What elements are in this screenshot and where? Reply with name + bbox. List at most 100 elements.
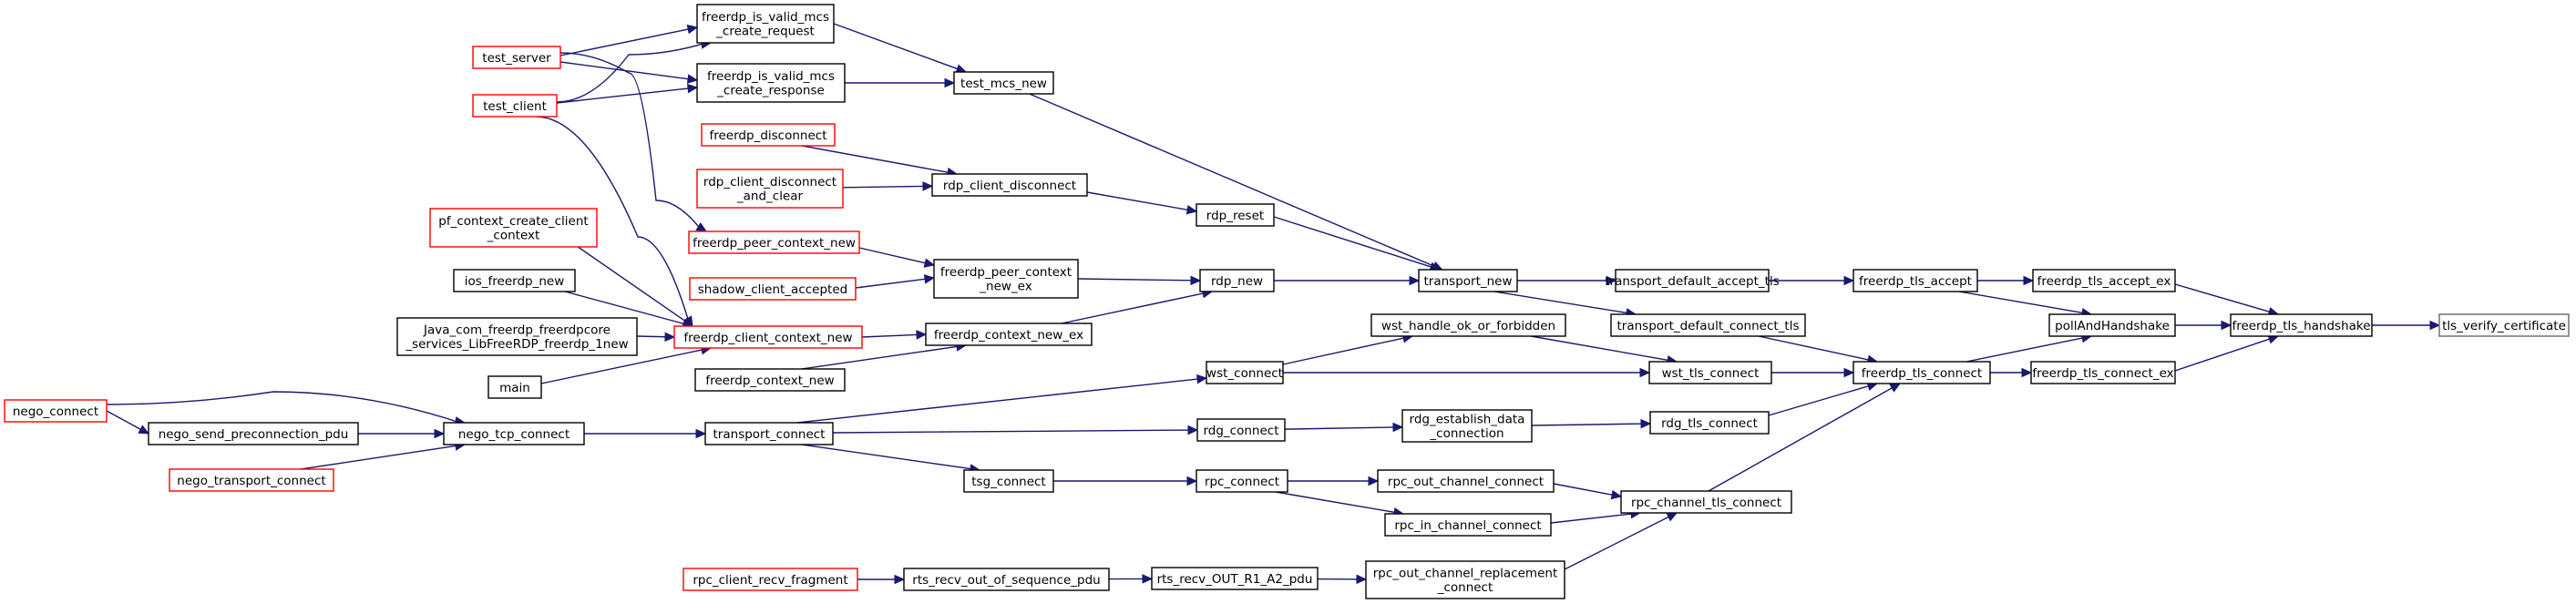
node-wst-handle-ok-or-forbidden[interactable]: wst_handle_ok_or_forbidden <box>1370 313 1566 337</box>
node-nego-send-preconnection-pdu[interactable]: nego_send_preconnection_pdu <box>148 422 359 445</box>
arrowhead-transport_connect-to-rdg_connect <box>1187 425 1199 435</box>
edge-transport_default_connect_tls-to-freerdp_tls_connect <box>1758 335 1869 361</box>
edge-pf_context_create_client_context-to-freerdp_client_context_new <box>573 243 686 322</box>
node-freerdp-tls-accept[interactable]: freerdp_tls_accept <box>1852 269 1978 292</box>
arrowhead-transport_connect-to-wst_connect <box>1196 374 1208 384</box>
arrowhead-wst_tls_connect-to-freerdp_tls_connect <box>1843 367 1855 378</box>
node-box <box>472 94 558 118</box>
arrowhead-rpc_out_channel_replacement_connect-to-rpc_channel_tls_connect <box>1666 512 1678 522</box>
node-rdp-new[interactable]: rdp_new <box>1199 269 1275 292</box>
node-rts-recv-out-of-sequence-pdu[interactable]: rts_recv_out_of_sequence_pdu <box>903 568 1110 591</box>
node-box <box>694 368 846 392</box>
edge-freerdp_context_new-to-freerdp_context_new_ex <box>801 345 958 370</box>
node-rdg-tls-connect[interactable]: rdg_tls_connect <box>1649 411 1770 435</box>
node-wst-connect[interactable]: wst_connect <box>1206 361 1284 384</box>
node-label: pollAndHandshake <box>2055 319 2170 333</box>
node-rpc-client-recv-fragment[interactable]: rpc_client_recv_fragment <box>682 568 858 591</box>
node-main[interactable]: main <box>487 375 542 399</box>
node-freerdp-client-context-new[interactable]: freerdp_client_context_new <box>673 325 863 349</box>
node-freerdp-context-new-ex[interactable]: freerdp_context_new_ex <box>925 322 1093 346</box>
node-transport-default-accept-tls[interactable]: transport_default_accept_tls <box>1605 269 1780 292</box>
edge-test_client-to-freerdp_is_valid_mcs_create_request <box>556 43 703 103</box>
node-label: rdg_establish_data <box>1410 413 1525 427</box>
edge-main-to-freerdp_client_context_new <box>540 349 703 384</box>
node-label: freerdp_is_valid_mcs <box>707 69 835 84</box>
node-rdp-reset[interactable]: rdp_reset <box>1196 203 1275 227</box>
node-box <box>487 375 542 399</box>
node-label: rts_recv_out_of_sequence_pdu <box>912 573 1100 588</box>
node-freerdp-tls-connect-ex[interactable]: freerdp_tls_connect_ex <box>2030 361 2176 384</box>
node-label: freerdp_tls_accept_ex <box>2037 274 2171 289</box>
node-rdg-establish-data-connection[interactable]: rdg_establish_data_connection <box>1401 409 1533 443</box>
node-java-freerdp-new[interactable]: Java_com_freerdp_freerdpcore_services_Li… <box>396 317 638 356</box>
node-nego-connect[interactable]: nego_connect <box>4 399 108 423</box>
node-freerdp-tls-handshake[interactable]: freerdp_tls_handshake <box>2230 313 2373 337</box>
node-box <box>673 325 863 349</box>
node-label: shadow_client_accepted <box>698 282 847 297</box>
node-rdg-connect[interactable]: rdg_connect <box>1196 418 1286 442</box>
node-rpc-connect[interactable]: rpc_connect <box>1196 469 1288 493</box>
edge-transport_connect-to-rdg_connect <box>832 429 1189 434</box>
arrowhead-freerdp_peer_context_new_ex-to-rdp_new <box>1190 275 1202 286</box>
node-box <box>2032 269 2176 292</box>
node-ios-freerdp-new[interactable]: ios_freerdp_new <box>453 269 576 292</box>
node-nego-transport-connect[interactable]: nego_transport_connect <box>169 468 334 492</box>
node-transport-new[interactable]: transport_new <box>1418 269 1518 292</box>
node-label: ios_freerdp_new <box>465 274 565 289</box>
node-box <box>1615 269 1770 292</box>
node-freerdp-tls-accept-ex[interactable]: freerdp_tls_accept_ex <box>2032 269 2176 292</box>
node-pollAndHandshake[interactable]: pollAndHandshake <box>2048 313 2176 337</box>
node-rpc-channel-tls-connect[interactable]: rpc_channel_tls_connect <box>1620 490 1792 514</box>
node-transport-default-connect-tls[interactable]: transport_default_connect_tls <box>1610 313 1806 337</box>
arrowhead-rpc_client_recv_fragment-to-rts_recv_out_of_sequence_pdu <box>894 574 906 585</box>
node-label: Java_com_freerdp_freerdpcore <box>423 323 611 338</box>
edge-wst_handle_ok_or_forbidden-to-wst_tls_connect <box>1530 335 1668 361</box>
arrowhead-nego_tcp_connect-to-transport_connect <box>695 428 707 439</box>
node-rpc-out-channel-connect[interactable]: rpc_out_channel_connect <box>1377 469 1555 493</box>
node-rts-recv-OUT-R1-A2-pdu[interactable]: rts_recv_OUT_R1_A2_pdu <box>1151 567 1319 590</box>
node-label: transport_connect <box>713 427 826 442</box>
node-box <box>1196 203 1275 227</box>
node-test-server[interactable]: test_server <box>472 46 561 69</box>
node-rdp-client-disconnect[interactable]: rdp_client_disconnect <box>931 173 1088 197</box>
node-box <box>933 259 1079 299</box>
edge-freerdp_is_valid_mcs_create_request-to-test_mcs_new <box>833 23 958 70</box>
node-tls-verify-certificate[interactable]: tls_verify_certificate <box>2438 313 2570 337</box>
arrowhead-freerdp_client_context_new-to-freerdp_context_new_ex <box>916 330 928 340</box>
node-rpc-in-channel-connect[interactable]: rpc_in_channel_connect <box>1384 513 1552 537</box>
node-transport-connect[interactable]: transport_connect <box>704 422 834 445</box>
node-pf-context-create-client-context[interactable]: pf_context_create_client_context <box>429 208 598 248</box>
node-freerdp-disconnect[interactable]: freerdp_disconnect <box>701 123 836 147</box>
edge-nego_transport_connect-to-nego_tcp_connect <box>300 445 457 470</box>
node-nego-tcp-connect[interactable]: nego_tcp_connect <box>443 422 585 445</box>
node-box <box>696 169 844 209</box>
node-test-mcs-new[interactable]: test_mcs_new <box>953 71 1054 95</box>
node-freerdp-context-new[interactable]: freerdp_context_new <box>694 368 846 392</box>
node-shadow-client-accepted[interactable]: shadow_client_accepted <box>689 277 857 301</box>
node-label: freerdp_peer_context <box>940 265 1072 280</box>
node-freerdp-tls-connect[interactable]: freerdp_tls_connect <box>1852 361 1991 384</box>
node-label: transport_default_accept_tls <box>1605 274 1780 289</box>
edge-rdg_establish_data_connection-to-rdg_tls_connect <box>1531 423 1642 426</box>
node-test-client[interactable]: test_client <box>472 94 558 118</box>
node-box <box>704 422 834 445</box>
node-freerdp-peer-context-new[interactable]: freerdp_peer_context_new <box>688 230 860 254</box>
node-wst-tls-connect[interactable]: wst_tls_connect <box>1648 361 1772 384</box>
node-freerdp-is-valid-mcs-create-request[interactable]: freerdp_is_valid_mcs_create_request <box>696 4 835 44</box>
node-box <box>4 399 108 423</box>
node-freerdp-is-valid-mcs-create-response[interactable]: freerdp_is_valid_mcs_create_response <box>696 63 846 103</box>
node-tsg-connect[interactable]: tsg_connect <box>963 469 1054 493</box>
arrowhead-rts_recv_OUT_R1_A2_pdu-to-rpc_out_channel_replacement_connect <box>1356 574 1368 585</box>
node-box <box>429 208 598 248</box>
nodes-layer: tls_verify_certificate freerdp_tls_handsh… <box>4 4 2570 599</box>
arrowhead-test_server-to-freerdp_is_valid_mcs_create_response <box>686 74 699 84</box>
arrowhead-test_server-to-freerdp_is_valid_mcs_create_request <box>686 24 699 35</box>
arrowhead-transport_default_accept_tls-to-freerdp_tls_accept <box>1843 275 1855 286</box>
arrowhead-freerdp_tls_handshake-to-tls_verify_certificate <box>2429 320 2441 331</box>
node-label: main <box>499 381 530 395</box>
node-box <box>931 173 1088 197</box>
node-freerdp-peer-context-new-ex[interactable]: freerdp_peer_context_new_ex <box>933 259 1079 299</box>
node-rdp-client-disconnect-and-clear[interactable]: rdp_client_disconnect_and_clear <box>696 169 844 209</box>
node-rpc-out-channel-replacement-connect[interactable]: rpc_out_channel_replacement_connect <box>1365 560 1565 599</box>
node-label: freerdp_context_new <box>705 374 834 388</box>
